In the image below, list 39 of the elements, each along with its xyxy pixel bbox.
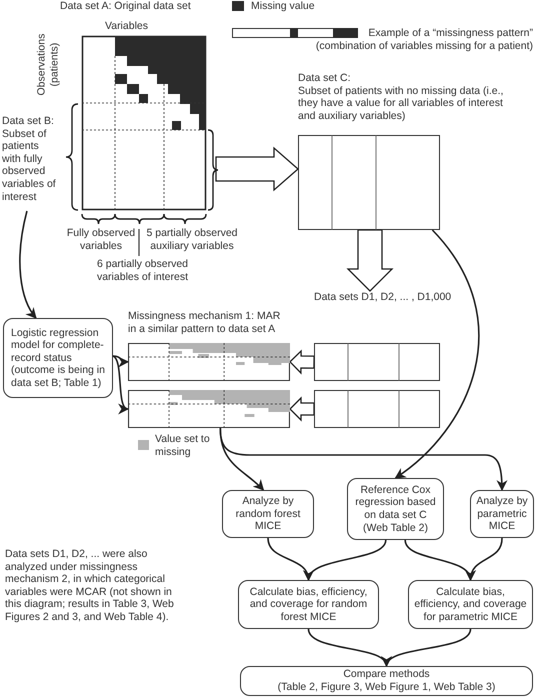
annotation-label: Example of a “missingness pattern” (combination of variables missing for a patient) [314, 27, 533, 52]
process-box [240, 666, 533, 696]
box-text: Analyze by random forest MICE [234, 495, 302, 533]
arrow [306, 540, 387, 582]
dataset-title: Data set A: Original data set [60, 0, 192, 13]
arrow [394, 229, 480, 479]
arrow [466, 538, 503, 582]
box-text: Calculate bias, efficiency, and coverage for random forest MICE [248, 586, 368, 624]
block-arrow [289, 349, 315, 375]
box-text: Reference Cox regression based on data set C (Web Table 2) [354, 484, 437, 534]
block-arrow [289, 396, 315, 422]
dataset-title: Data set C: [298, 72, 352, 85]
process-box [238, 580, 379, 629]
dataset-title: Data set B: [2, 115, 55, 128]
arrow [19, 210, 37, 319]
dataset-description: Subset of patients with fully observed variables of interest [2, 128, 57, 204]
box-text: Compare methods [343, 668, 430, 681]
annotation-label: Fully observed variables [66, 227, 136, 252]
block-arrow [215, 146, 299, 192]
box-text: Logistic regression model for complete-record status (outcome is being in data set B; Table 1) [11, 326, 105, 390]
annotation-label: Observations (patients) [35, 32, 61, 98]
legend-label: Value set to missing [155, 433, 211, 458]
dataset-title: Missingness mechanism 1: MAR in a similar pattern to data set A [128, 310, 282, 336]
legend-label: Missing value [251, 0, 315, 13]
process-box [222, 490, 314, 538]
annotation-label: 5 partially observed auxiliary variables [145, 227, 239, 252]
note-text: Data sets D1, D2, ... were also analyzed under missingness mechanism 2, in which categorical variables were MCAR (not shown in this diagram; results in Table 3, Web Figures 2 and 3, and Web Table 4). [5, 548, 175, 624]
box-text: (Table 2, Figure 3, Web Figure 1, Web Table 3) [278, 681, 496, 694]
process-box [408, 580, 533, 629]
box-text: Calculate bias, efficiency, and coverage for parametric MICE [414, 586, 527, 624]
dataset-description: Subset of patients with no missing data (i.e., they have a value for all variables of interest and auxiliary variables) [298, 84, 504, 122]
block-arrow [346, 229, 394, 292]
process-box [347, 478, 444, 540]
dataset-title: Data sets D1, D2, ... , D1,000 [314, 291, 452, 304]
process-box [3, 318, 113, 398]
box-text: Analyze by parametric MICE [475, 495, 529, 533]
arrow [220, 428, 508, 492]
annotation-label: 6 partially observed variables of interest [96, 258, 190, 284]
annotation-label: Variables [105, 20, 148, 33]
